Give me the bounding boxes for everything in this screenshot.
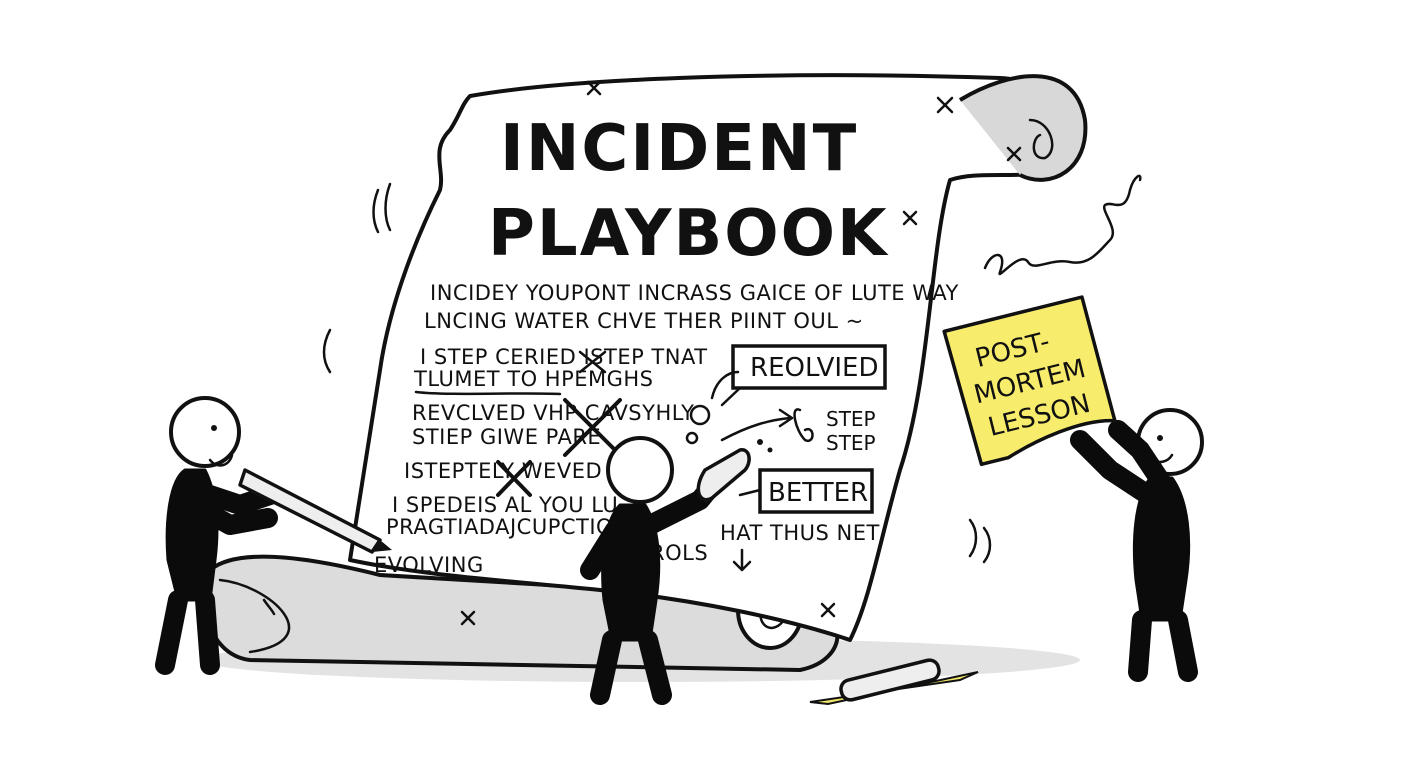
post-mortem-sticky-note: POST- MORTEM LESSON: [942, 295, 1117, 467]
better-label: BETTER: [768, 478, 868, 508]
sparkle-marks: [262, 80, 1022, 626]
resolved-label: REOLVIED: [750, 353, 879, 383]
sticky-note-paper: [942, 295, 1117, 467]
playbook-title-line1: INCIDENT: [500, 112, 858, 186]
better-box: BETTER: [738, 468, 874, 514]
underline-scribble: [414, 390, 562, 396]
playbook-line: STIEP GIWE PARE: [412, 425, 601, 449]
signature-scribble: [983, 174, 1142, 276]
playbook-title-line2: PLAYBOOK: [488, 197, 889, 271]
resolved-box: REOLVIED: [720, 344, 887, 407]
playbook-line: LNCING WATER CHVE THER PIINT OUL ~: [424, 309, 864, 333]
flow-arrows: [685, 370, 814, 572]
step-label: STEP: [826, 407, 876, 431]
playbook-line: PRAGTIADAJCUPCTIO: [386, 515, 613, 539]
playbook-line: I STEP CERIED ISTEP TNAT: [420, 345, 708, 369]
playbook-line: EVOLVING: [374, 553, 484, 577]
stick-figure-editor: [580, 436, 751, 705]
floor-pencil: [809, 658, 979, 706]
cross-out-marks: [496, 350, 622, 497]
playbook-line: I SPEDEIS AL YOU LU: [392, 493, 618, 517]
playbook-line: TLUMET TO HPEMGHS: [413, 367, 654, 391]
stick-figure-presenter: [1070, 408, 1204, 682]
scroll-sheet: [348, 73, 1088, 642]
playbook-line: INCIDEY YOUPONT INCRASS GAICE OF LUTE WA…: [430, 281, 959, 305]
playbook-line: HAT THUS NET: [720, 521, 880, 545]
stick-figure-writer: [155, 396, 392, 675]
step-label: STEP: [826, 431, 876, 455]
playbook-line: REVCLVED VHP CAVSYHLY: [412, 401, 695, 425]
